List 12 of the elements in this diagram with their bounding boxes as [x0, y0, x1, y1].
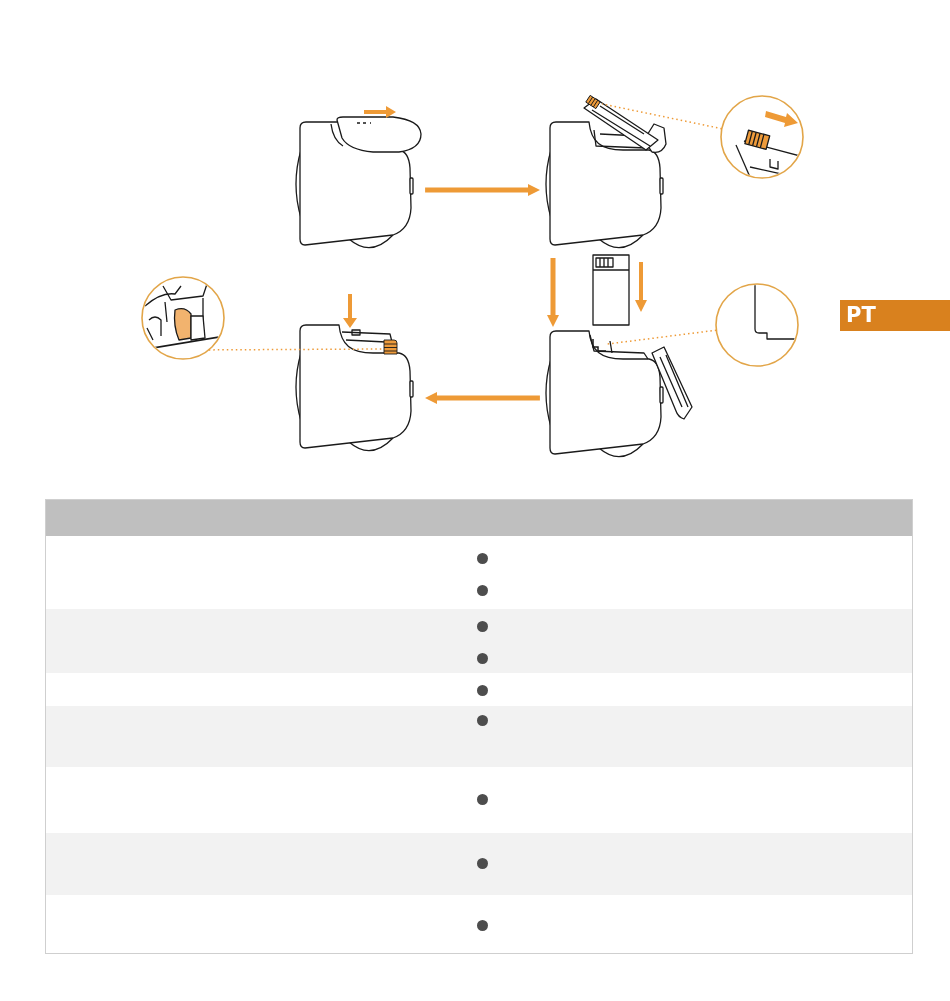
magnified-detail: [715, 283, 799, 367]
language-tab: PT: [840, 300, 950, 331]
magnified-detail: [141, 276, 225, 360]
leader-line: [605, 329, 718, 345]
leader-line: [601, 103, 723, 130]
step-arrow: [425, 184, 540, 196]
battery-latch: [584, 94, 602, 110]
step-arrow: [547, 258, 559, 327]
magnified-detail: [720, 95, 804, 179]
step-arrow: [425, 392, 540, 404]
battery-latch: [383, 339, 398, 355]
battery-ledge: [592, 338, 607, 352]
